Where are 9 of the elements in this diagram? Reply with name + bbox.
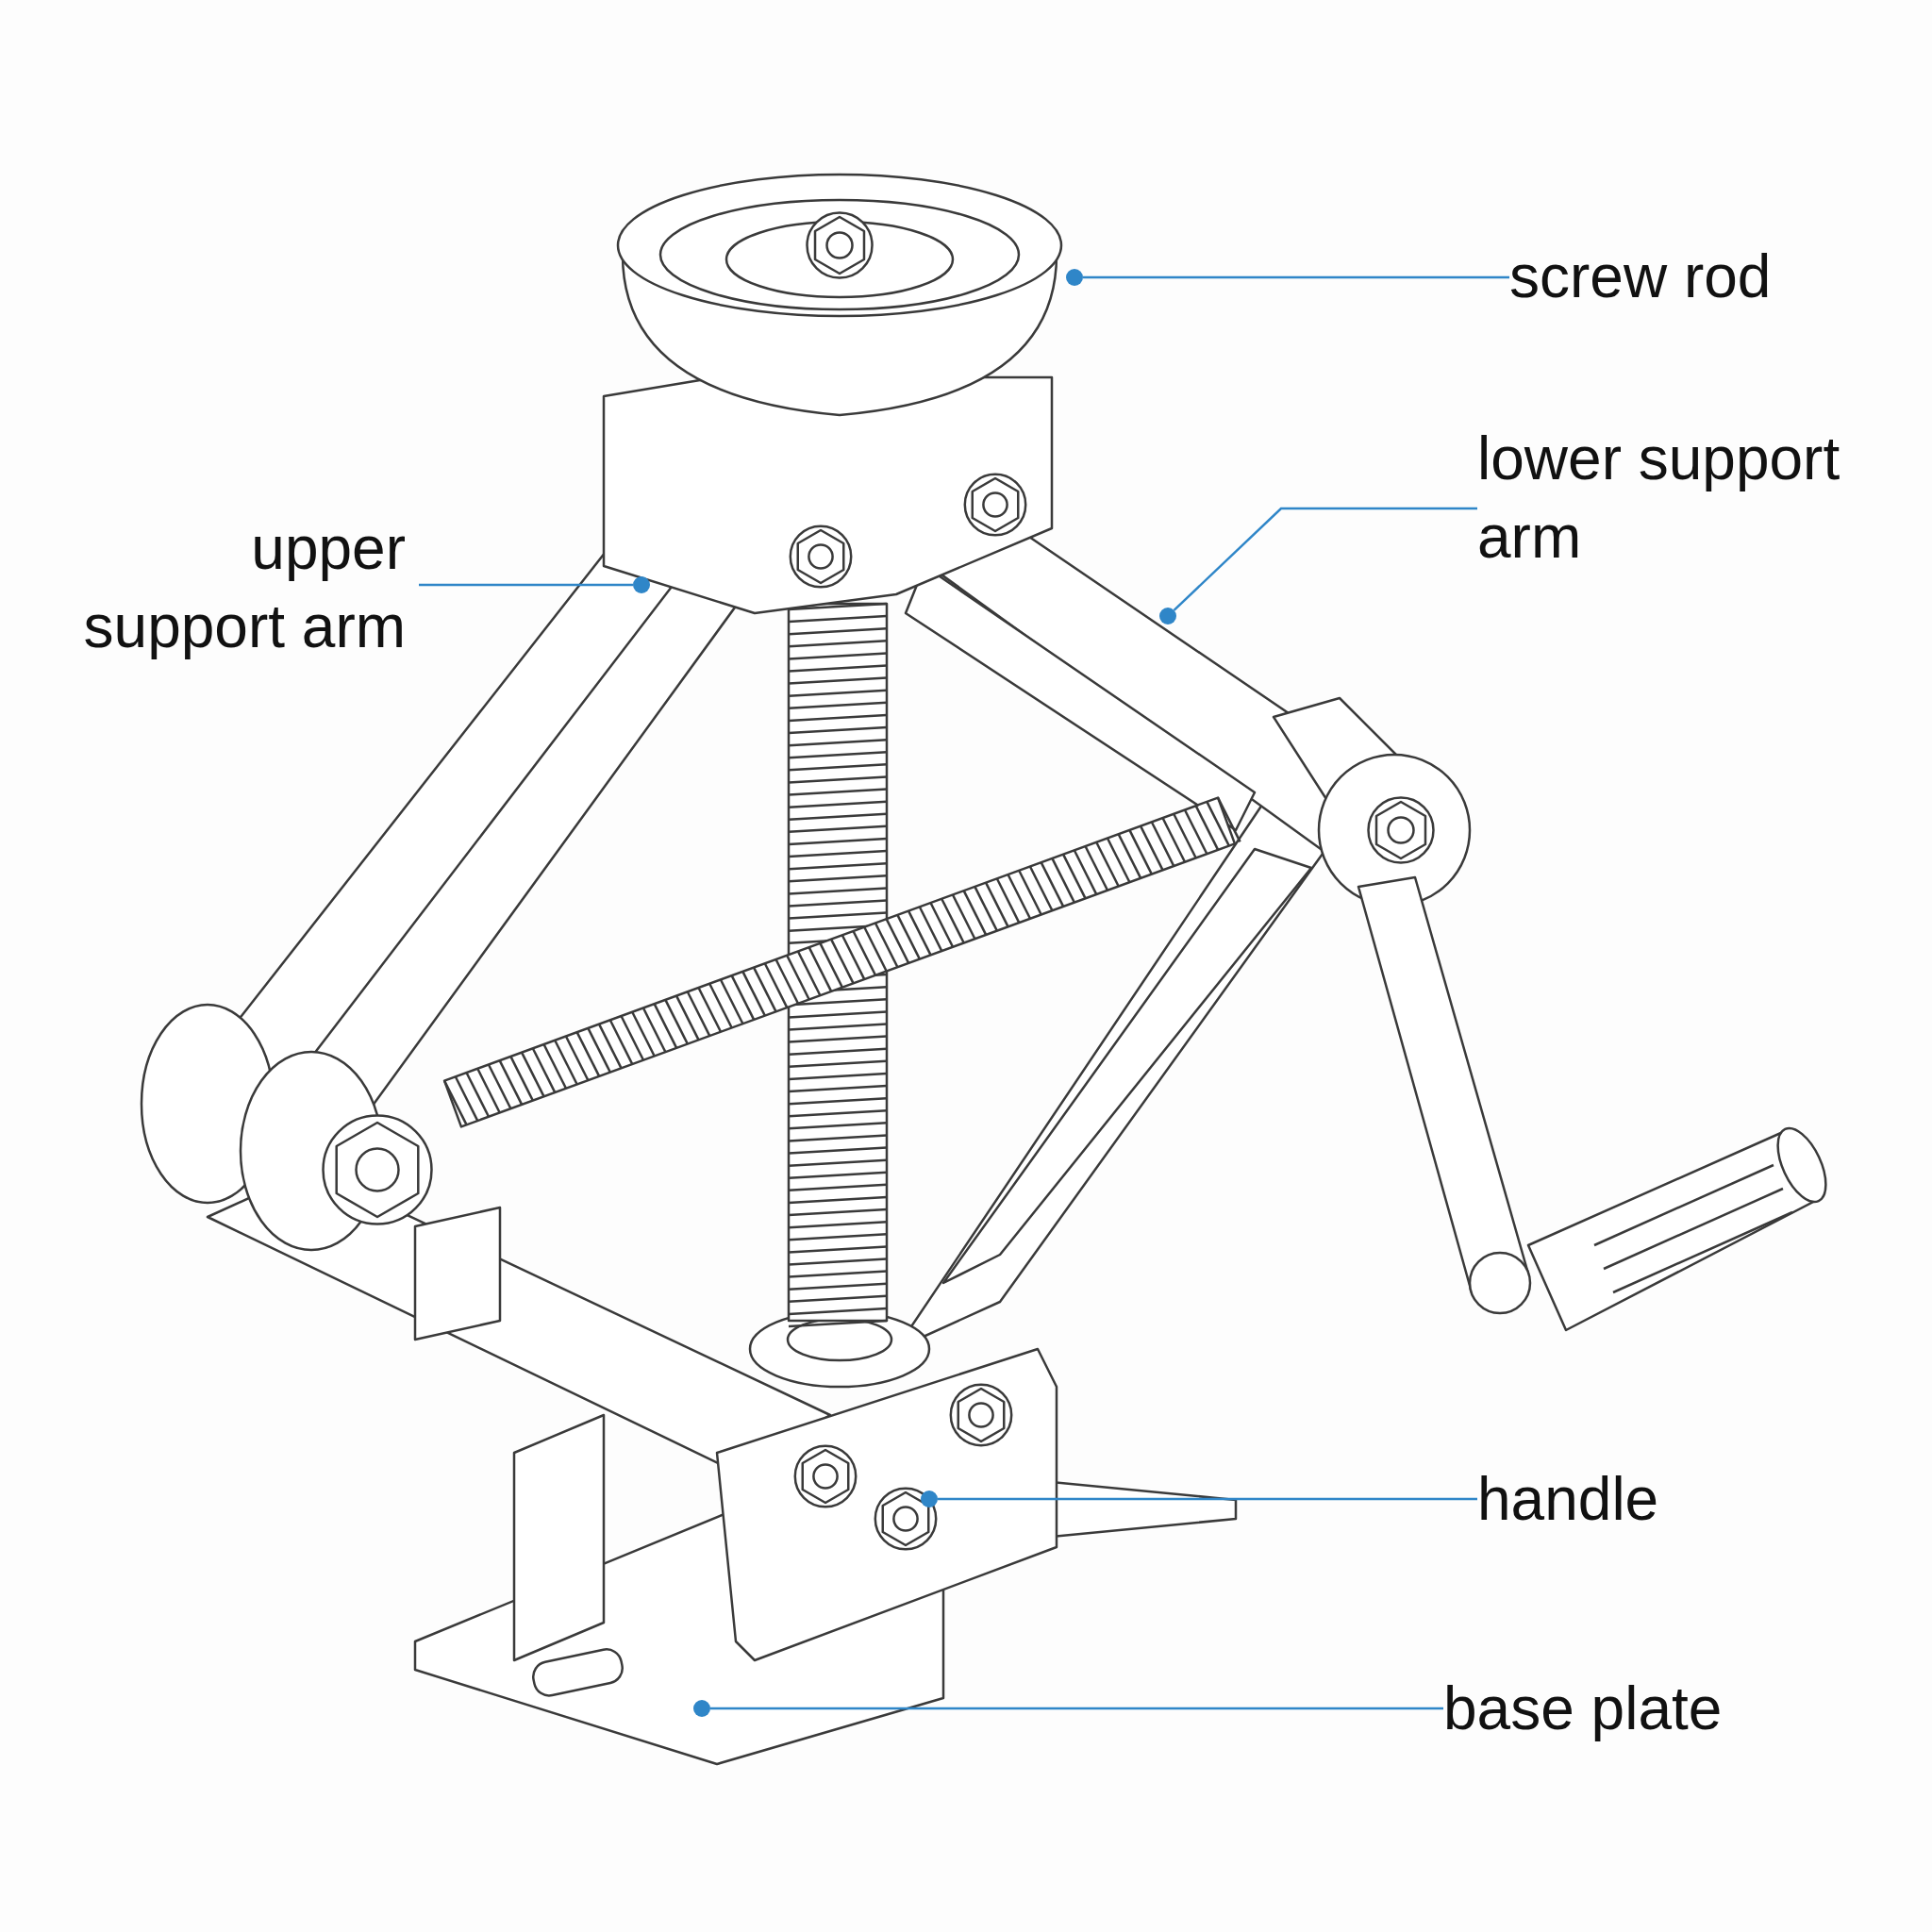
callout-dot	[1066, 269, 1083, 286]
leader-line	[1173, 507, 1477, 611]
leader-line	[710, 1707, 1443, 1710]
callout-label: handle	[1477, 1464, 1660, 1536]
callout-label: base plate	[1443, 1674, 1724, 1745]
callout-label: upper support arm	[82, 512, 406, 662]
callout-label: lower support arm	[1477, 423, 1841, 573]
callout-dot	[1159, 608, 1176, 625]
callout-label: screw rod	[1509, 242, 1773, 313]
